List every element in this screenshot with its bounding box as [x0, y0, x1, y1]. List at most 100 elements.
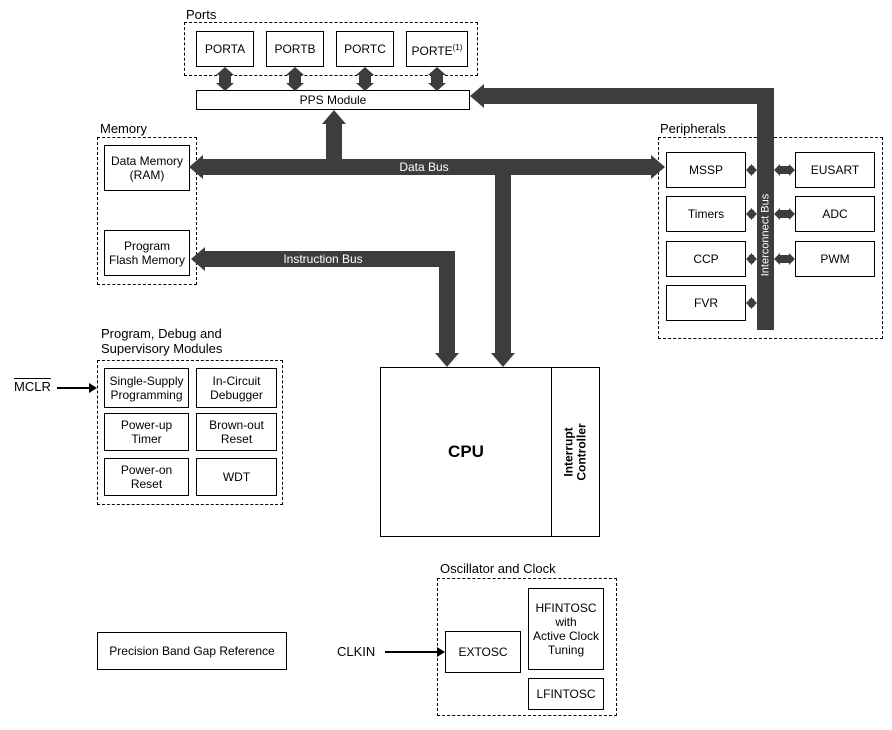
lfintosc-box: LFINTOSC — [528, 678, 604, 710]
pps-module-box: PPS Module — [196, 90, 470, 110]
in-circuit-line2: Debugger — [210, 388, 263, 402]
ports-group-label: Ports — [186, 7, 217, 22]
data-memory-line1: Data Memory — [110, 154, 184, 168]
fvr-connector-arrow-right — [751, 297, 757, 309]
data-bus-shaft — [203, 159, 651, 175]
data-memory-line2: (RAM) — [129, 168, 165, 182]
interconnect-bus-bar — [757, 88, 774, 330]
cpu-box: CPU Interrupt Controller — [380, 367, 600, 537]
cpu-data-riser-arrowhead-down — [491, 353, 515, 367]
pps-riser-arrowhead-up — [322, 110, 346, 124]
interrupt-line2: Controller — [574, 423, 589, 481]
debug-group — [97, 360, 283, 505]
portc-pps-arrow-up — [356, 67, 374, 75]
debug-group-label-line2: Supervisory Modules — [101, 341, 223, 356]
power-up-line1: Power-up — [120, 418, 173, 432]
porta-label: PORTA — [204, 42, 246, 56]
timers-label: Timers — [687, 207, 725, 221]
single-supply-line2: Programming — [110, 388, 183, 402]
brown-out-line2: Reset — [220, 432, 253, 446]
porte-pps-arrow-shaft — [431, 75, 443, 83]
clkin-arrow-line — [385, 651, 437, 653]
clkin-label: CLKIN — [337, 644, 376, 659]
eusart-label: EUSART — [810, 163, 860, 177]
data-bus-arrowhead-left — [189, 155, 203, 179]
pwm-connector-shaft — [779, 255, 790, 263]
data-bus-label: Data Bus — [399, 160, 449, 174]
adc-connector-arrow-left — [774, 208, 780, 220]
timers-connector-arrow-right — [751, 208, 757, 220]
ccp-connector-arrow-right — [751, 253, 757, 265]
interrupt-controller-label: Interrupt Controller — [561, 423, 589, 481]
bandgap-box: Precision Band Gap Reference — [97, 632, 287, 670]
adc-connector-shaft — [779, 210, 790, 218]
hfintosc-line4: Tuning — [547, 643, 585, 657]
portb-pps-arrow-up — [286, 67, 304, 75]
wdt-label: WDT — [222, 470, 251, 484]
ccp-connector-arrow-left — [746, 253, 752, 265]
hfintosc-box: HFINTOSC with Active Clock Tuning — [528, 588, 604, 670]
portb-pps-arrow-down — [286, 83, 304, 91]
memory-group-label: Memory — [100, 121, 147, 136]
power-on-line2: Reset — [130, 477, 163, 491]
mclr-arrow-line — [57, 387, 90, 389]
porta-pps-arrow-shaft — [219, 75, 231, 83]
mssp-connector-arrow-right — [751, 164, 757, 176]
eusart-connector-arrow-right — [789, 164, 795, 176]
port-box-porte: PORTE(1) — [406, 31, 468, 67]
single-supply-line1: Single-Supply — [109, 374, 184, 388]
pwm-label: PWM — [820, 252, 850, 266]
power-up-timer-box: Power-up Timer — [104, 413, 189, 451]
porta-pps-arrow-up — [216, 67, 234, 75]
mssp-box: MSSP — [666, 152, 746, 188]
pwm-connector-arrow-left — [774, 253, 780, 265]
mssp-label: MSSP — [688, 163, 723, 177]
power-on-reset-box: Power-on Reset — [104, 458, 189, 496]
pwm-connector-arrow-right — [789, 253, 795, 265]
interrupt-line1: Interrupt — [561, 427, 576, 477]
brown-out-line1: Brown-out — [209, 418, 264, 432]
fvr-box: FVR — [666, 285, 746, 321]
eusart-connector-shaft — [779, 166, 790, 174]
cpu-divider — [551, 368, 552, 536]
porte-label: PORTE(1) — [412, 41, 463, 58]
in-circuit-debugger-box: In-Circuit Debugger — [196, 368, 277, 408]
bandgap-label: Precision Band Gap Reference — [109, 644, 275, 658]
adc-label: ADC — [822, 207, 848, 221]
eusart-connector-arrow-left — [774, 164, 780, 176]
mssp-connector-arrow-left — [746, 164, 752, 176]
power-up-line2: Timer — [131, 432, 162, 446]
hfintosc-line3: Active Clock — [532, 629, 600, 643]
timers-connector-arrow-left — [746, 208, 752, 220]
pps-interconnect-arrowhead-left — [470, 84, 484, 108]
pwm-box: PWM — [795, 241, 875, 277]
clkin-arrowhead — [437, 647, 445, 657]
portc-label: PORTC — [344, 42, 386, 56]
port-box-portc: PORTC — [336, 31, 394, 67]
instruction-bus-shaft — [205, 251, 455, 267]
single-supply-programming-box: Single-Supply Programming — [104, 368, 189, 408]
interrupt-controller-strip: Interrupt Controller — [551, 368, 600, 536]
oscillator-group-label: Oscillator and Clock — [440, 561, 556, 576]
mclr-arrowhead — [89, 383, 97, 393]
adc-connector-arrow-right — [789, 208, 795, 220]
debug-group-label: Program, Debug and Supervisory Modules — [101, 326, 222, 356]
eusart-box: EUSART — [795, 152, 875, 188]
lfintosc-label: LFINTOSC — [536, 687, 596, 701]
peripherals-group-label: Peripherals — [660, 121, 726, 136]
brown-out-reset-box: Brown-out Reset — [196, 413, 277, 451]
memory-group — [97, 137, 197, 285]
ports-group — [184, 22, 478, 76]
fvr-label: FVR — [694, 296, 718, 310]
hfintosc-line2: with — [555, 615, 577, 629]
port-box-porta: PORTA — [196, 31, 254, 67]
power-on-line1: Power-on — [120, 463, 173, 477]
cpu-data-riser-shaft — [495, 175, 511, 353]
port-box-portb: PORTB — [266, 31, 324, 67]
debug-group-label-line1: Program, Debug and — [101, 326, 222, 341]
fvr-connector-arrow-left — [746, 297, 752, 309]
porte-pps-arrow-up — [428, 67, 446, 75]
instruction-bus-label: Instruction Bus — [283, 252, 363, 266]
pps-riser-shaft — [326, 124, 342, 159]
